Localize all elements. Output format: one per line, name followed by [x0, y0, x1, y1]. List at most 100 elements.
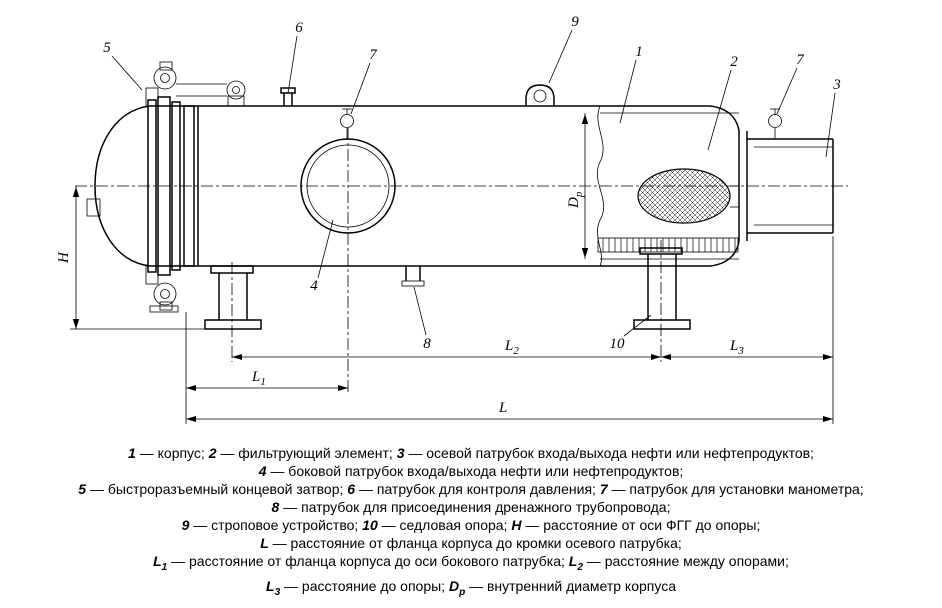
callout-8-label: 8: [423, 336, 431, 352]
dim-L1-sym: L: [251, 369, 260, 385]
legend-symbol: H: [511, 517, 522, 533]
callout-3-label: 3: [832, 77, 841, 93]
callout-3: 3: [825, 77, 841, 158]
callout-10: 10: [610, 314, 652, 352]
legend-text: — седловая опора;: [377, 517, 512, 533]
dimension-L1: L1: [185, 312, 348, 424]
end-closure: [147, 96, 199, 276]
callout-7-right-label: 7: [796, 52, 805, 68]
dim-Dp-sym: D: [566, 197, 582, 209]
dim-L2-sym: L: [504, 338, 513, 354]
callout-5-label: 5: [103, 40, 111, 56]
filter-element: [637, 168, 739, 224]
legend-symbol: 4: [258, 463, 267, 479]
legend-line: 9 — строповое устройство; 10 — седловая …: [0, 516, 942, 534]
dim-L-sym: L: [498, 400, 507, 416]
legend-text: — патрубок для контроля давления;: [355, 481, 600, 497]
callout-2-label: 2: [730, 54, 738, 70]
legend-symbol: 9: [181, 517, 190, 533]
callout-9: 9: [548, 14, 579, 84]
saddle-support-left: [204, 265, 262, 330]
legend-line: 4 — боковой патрубок входа/выхода нефти …: [0, 462, 942, 480]
legend-text: — расстояние от фланца корпуса до кромки…: [268, 535, 682, 551]
callout-7-left-label: 7: [369, 47, 378, 63]
legend-symbol: L1: [153, 553, 168, 573]
callout-5: 5: [103, 40, 143, 91]
callout-6-label: 6: [295, 20, 303, 36]
dim-Dp-label: Dp: [566, 191, 585, 209]
legend-symbol: 8: [271, 499, 280, 515]
dimension-H: H: [56, 186, 206, 330]
callout-4-label: 4: [310, 278, 318, 294]
legend-text: — корпус;: [135, 445, 209, 461]
legend-text: — расстояние от фланца корпуса до оси бо…: [167, 553, 569, 569]
callout-2: 2: [707, 54, 738, 151]
dim-L-label: L: [498, 400, 507, 416]
dimension-Dp: Dp: [566, 113, 589, 259]
figure-legend: 1 — корпус; 2 — фильтрующий элемент; 3 —…: [0, 444, 942, 602]
legend-symbol: L: [260, 535, 269, 551]
closure-hinge-bottom: [145, 265, 179, 313]
dim-L1-label: L1: [251, 369, 266, 388]
legend-text: — строповое устройство;: [189, 517, 363, 533]
dim-L2-label: L2: [504, 338, 519, 357]
dim-L3-sym: L: [729, 338, 738, 354]
head-boss: [86, 198, 101, 217]
callout-1: 1: [619, 44, 643, 124]
legend-symbol: L2: [568, 553, 583, 573]
legend-text: — патрубок для присоединения дренажного …: [279, 499, 671, 515]
legend-symbol-subscript: p: [459, 586, 466, 598]
axial-nozzle: [738, 131, 834, 241]
drain-nozzle: [401, 266, 425, 287]
legend-symbol: 10: [362, 517, 378, 533]
legend-symbol: 2: [208, 445, 217, 461]
legend-line: L — расстояние от фланца корпуса до кром…: [0, 534, 942, 552]
side-nozzle: [300, 138, 396, 234]
dim-L3-label: L3: [729, 338, 744, 357]
legend-line: 5 — быстроразъемный концевой затвор; 6 —…: [0, 480, 942, 498]
legend-text: — патрубок для установки манометра;: [607, 481, 864, 497]
callout-7-left: 7: [350, 47, 378, 115]
manometer-fitting-left: [340, 108, 354, 139]
saddle-support-right: [633, 247, 691, 330]
dim-H-sym: H: [56, 251, 72, 264]
centerlines: [75, 128, 848, 392]
legend-symbol: 3: [396, 445, 405, 461]
legend-text: — внутренний диаметр корпуса: [465, 577, 676, 594]
dim-H-label: H: [56, 251, 72, 264]
closure-hinge-top: [145, 61, 246, 107]
legend-symbol: Dp: [448, 577, 466, 598]
legend-symbol-subscript: 3: [274, 586, 281, 598]
legend-line: L3 — расстояние до опоры; Dp — внутренни…: [0, 577, 942, 602]
legend-symbol: 1: [128, 445, 136, 461]
legend-symbol: 5: [78, 481, 87, 497]
legend-symbol: 7: [599, 481, 608, 497]
dim-Dp-sub: p: [573, 191, 585, 198]
legend-text: — расстояние между опорами;: [582, 553, 789, 569]
legend-text: — расстояние до опоры;: [280, 577, 449, 594]
legend-text: — боковой патрубок входа/выхода нефти ил…: [266, 463, 684, 479]
dim-L3-sub: 3: [737, 345, 744, 357]
dimension-L: L: [186, 400, 833, 422]
legend-text: — расстояние от оси ФГГ до опоры;: [521, 517, 761, 533]
dim-L1-sub: 1: [260, 376, 266, 388]
callout-9-label: 9: [571, 14, 579, 30]
filter-support-grid: [597, 237, 739, 253]
lifting-lug: [525, 84, 555, 106]
legend-symbol-subscript: 1: [161, 561, 168, 573]
callout-8: 8: [413, 286, 431, 352]
legend-symbol-subscript: 2: [577, 561, 583, 573]
legend-text: — фильтрующий элемент;: [216, 445, 397, 461]
legend-line: L1 — расстояние от фланца корпуса до оси…: [0, 552, 942, 577]
manometer-fitting-right: [768, 108, 782, 139]
legend-line: 8 — патрубок для присоединения дренажног…: [0, 498, 942, 516]
callout-4: 4: [310, 219, 334, 294]
callout-7-right: 7: [776, 52, 805, 115]
callout-1-label: 1: [635, 44, 643, 60]
legend-text: — быстроразъемный концевой затвор;: [86, 481, 348, 497]
dim-L2-sub: 2: [513, 345, 519, 357]
callout-6: 6: [287, 20, 303, 94]
legend-text: — осевой патрубок входа/выхода нефти или…: [404, 445, 814, 461]
callout-10-label: 10: [610, 336, 626, 352]
